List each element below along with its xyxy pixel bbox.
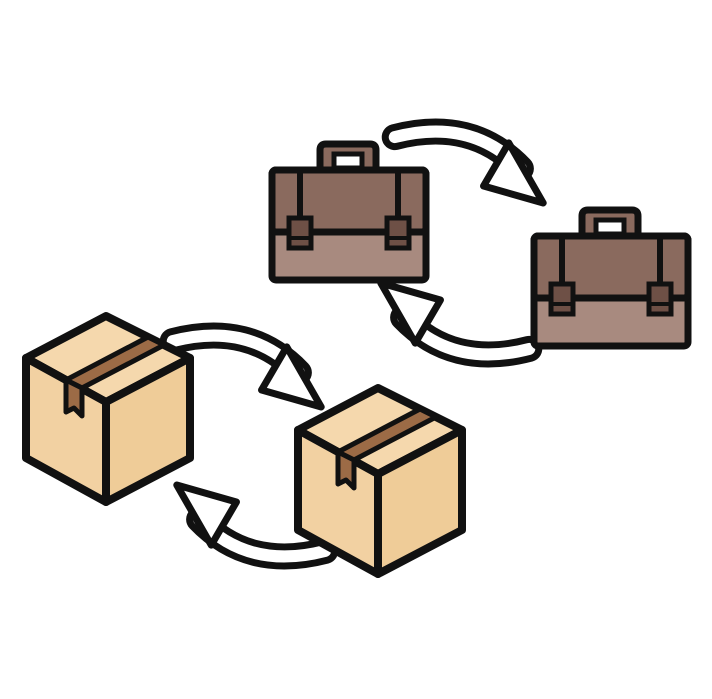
curved-arrow-left-icon [369,283,536,370]
box-icon [298,388,462,574]
briefcase-icon [272,144,426,280]
box-icon [26,316,190,502]
briefcase-icon [534,210,688,346]
